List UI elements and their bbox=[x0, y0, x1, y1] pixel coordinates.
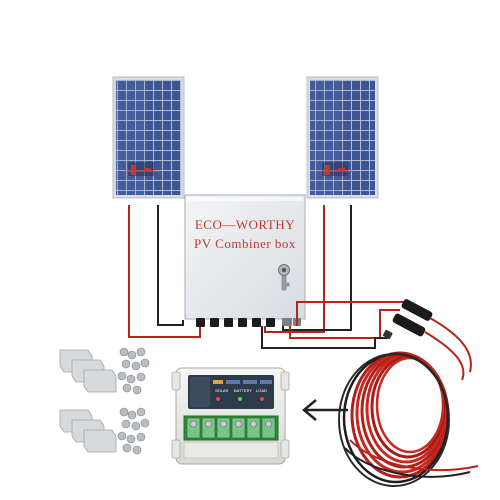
solar-panel-right bbox=[306, 76, 379, 199]
pv-combiner-box: ECO—WORTHY PV Combiner box bbox=[184, 194, 306, 327]
junction-box-icon bbox=[318, 165, 354, 175]
controller-label-load: LOAD bbox=[256, 388, 267, 393]
arrow-left-icon bbox=[302, 399, 348, 421]
controller-label-solar: SOLAR bbox=[215, 388, 229, 393]
combiner-brand-label: ECO—WORTHY bbox=[195, 217, 295, 232]
z-bracket-set-bottom bbox=[59, 407, 150, 455]
mc4-connector bbox=[382, 299, 433, 340]
cable-coil bbox=[338, 317, 479, 487]
junction-box-icon bbox=[124, 165, 160, 175]
z-bracket-set-top bbox=[59, 347, 150, 395]
output-wiring bbox=[261, 301, 405, 349]
charge-controller: SOLAR BATTERY LOAD bbox=[171, 367, 290, 465]
controller-label-battery: BATTERY bbox=[234, 388, 252, 393]
solar-panel-left bbox=[112, 76, 185, 199]
key-lock-icon bbox=[278, 264, 290, 291]
combiner-model-label: PV Combiner box bbox=[194, 236, 296, 251]
